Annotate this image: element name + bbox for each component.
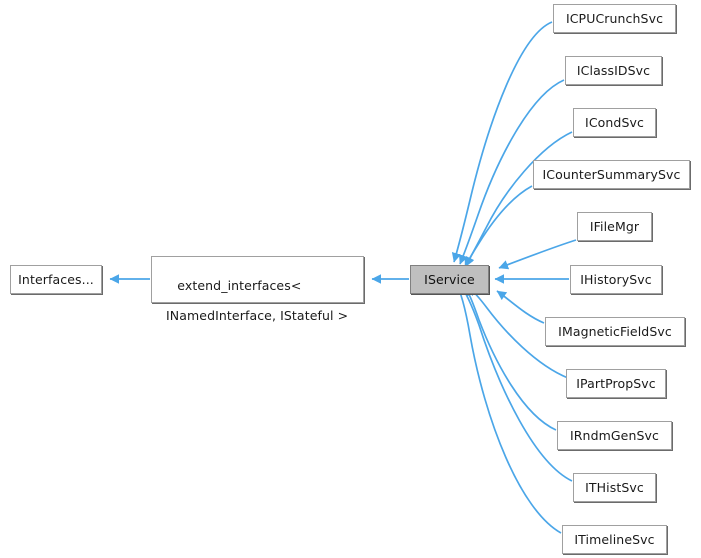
node-imagneticfieldsvc-label: IMagneticFieldSvc	[558, 324, 672, 339]
node-interfaces-label: Interfaces...	[18, 272, 94, 287]
node-extend-interfaces-label-line1: extend_interfaces<	[177, 278, 302, 293]
node-iclassidsvc[interactable]: IClassIDSvc	[565, 56, 662, 85]
node-extend-interfaces-label-line2: INamedInterface, IStateful >	[166, 308, 349, 323]
node-ipartpropsvc[interactable]: IPartPropSvc	[566, 369, 666, 398]
node-ithistsvc-label: ITHistSvc	[585, 480, 644, 495]
node-iservice[interactable]: IService	[410, 265, 489, 294]
node-interfaces[interactable]: Interfaces...	[10, 265, 102, 294]
edge-itimelinesvc	[454, 280, 562, 534]
node-ihistorysvc-label: IHistorySvc	[580, 272, 652, 287]
node-icpucrunchsvc-label: ICPUCrunchSvc	[565, 11, 664, 26]
node-itimelinesvc-label: ITimelineSvc	[574, 532, 655, 547]
node-iclassidsvc-label: IClassIDSvc	[576, 63, 651, 78]
node-ifilemgr-label: IFileMgr	[589, 219, 640, 234]
node-icountersummarysvc-label: ICounterSummarySvc	[542, 167, 681, 182]
node-icondsvc[interactable]: ICondSvc	[573, 108, 656, 137]
node-icondsvc-label: ICondSvc	[585, 115, 644, 130]
edge-icountersummarysvc	[464, 185, 533, 268]
node-icountersummarysvc[interactable]: ICounterSummarySvc	[533, 160, 690, 189]
node-ipartpropsvc-label: IPartPropSvc	[576, 376, 656, 391]
node-ihistorysvc[interactable]: IHistorySvc	[570, 265, 662, 294]
edge-iclassidsvc	[458, 79, 565, 265]
node-iservice-label: IService	[424, 272, 475, 287]
node-extend-interfaces[interactable]: extend_interfaces< INamedInterface, ISta…	[151, 256, 364, 323]
node-ithistsvc[interactable]: ITHistSvc	[573, 473, 656, 502]
edge-irndmgensvc	[464, 286, 557, 431]
edge-icpucrunchsvc	[451, 21, 553, 263]
node-icpucrunchsvc[interactable]: ICPUCrunchSvc	[553, 4, 676, 33]
node-imagneticfieldsvc[interactable]: IMagneticFieldSvc	[545, 317, 685, 346]
node-irndmgensvc[interactable]: IRndmGenSvc	[557, 421, 672, 450]
edge-ifilemgr	[498, 239, 577, 270]
node-irndmgensvc-label: IRndmGenSvc	[569, 428, 659, 443]
node-itimelinesvc[interactable]: ITimelineSvc	[562, 525, 667, 554]
node-ifilemgr[interactable]: IFileMgr	[577, 212, 652, 241]
edge-imagneticfieldsvc	[496, 290, 545, 324]
